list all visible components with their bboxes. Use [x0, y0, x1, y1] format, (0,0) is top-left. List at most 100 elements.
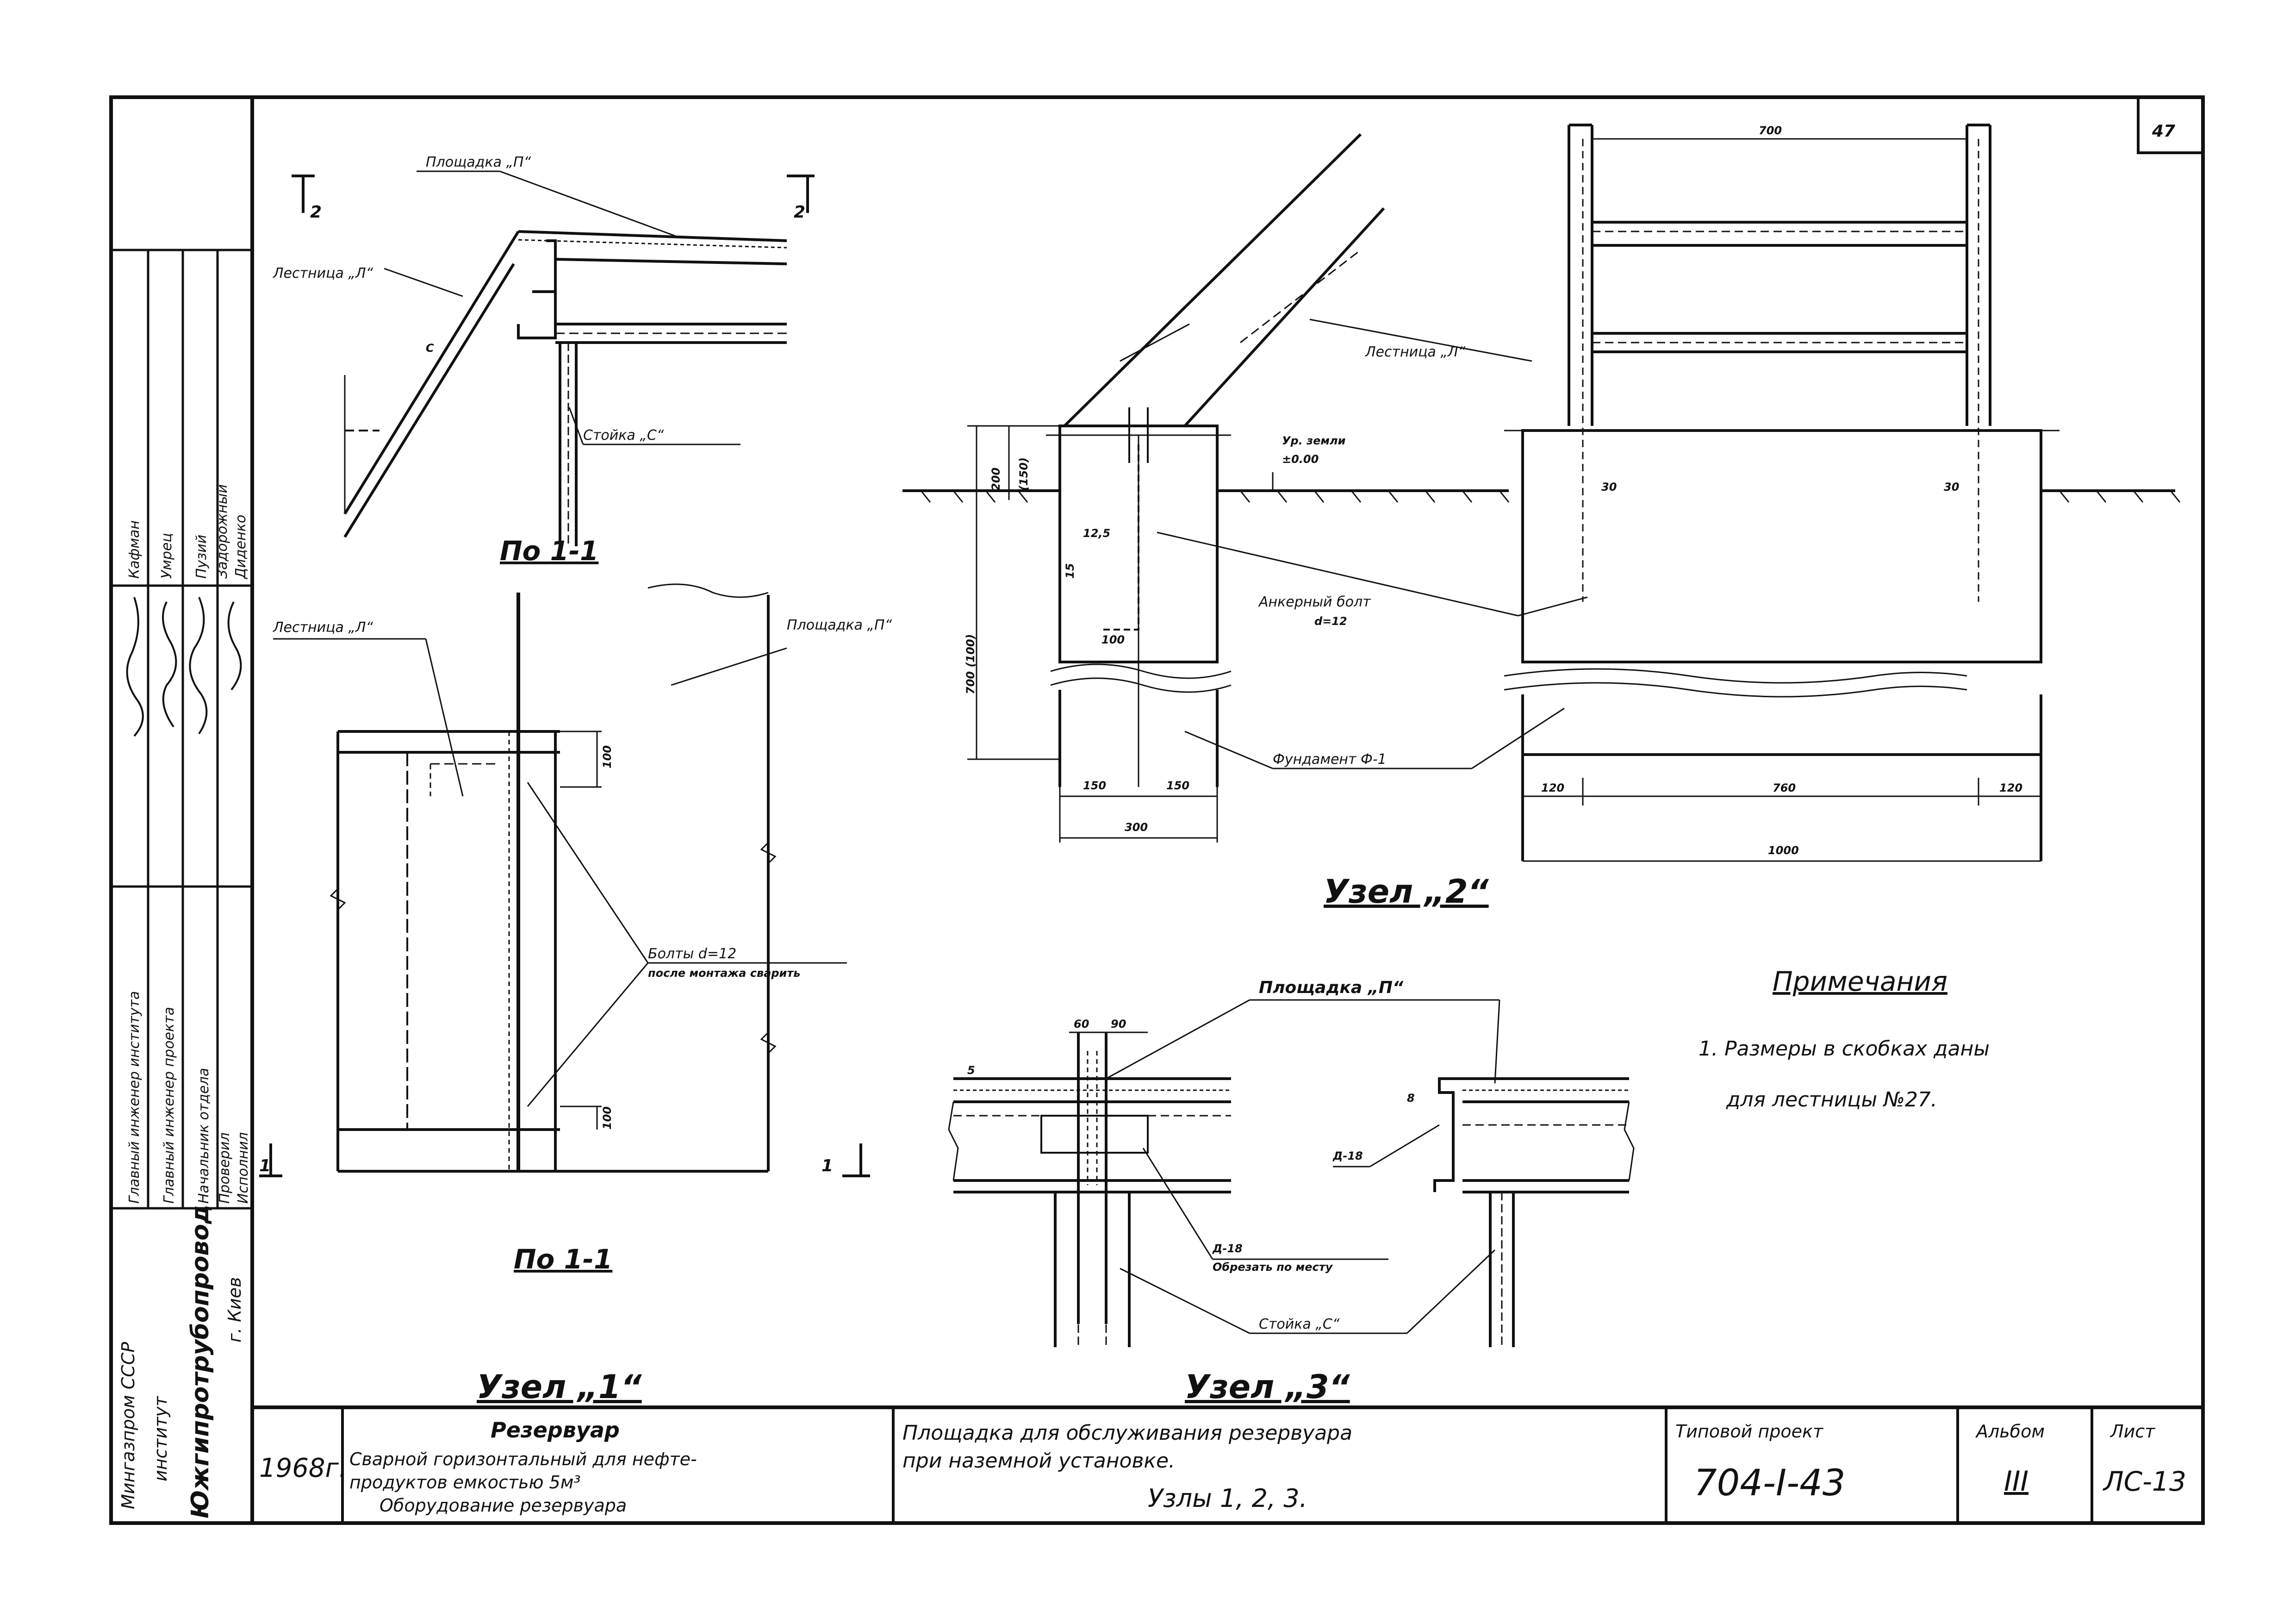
node2-dim-1000: 1000 — [1768, 844, 1799, 857]
node3-labels: Площадка „П“ Д-18 Д-18 Обрезать по месту… — [967, 978, 1415, 1406]
node2-foundation-label: Фундамент Ф-1 — [1273, 751, 1387, 768]
node2-drawing — [902, 124, 2181, 862]
node3-platform-label: Площадка „П“ — [1259, 978, 1404, 997]
section-mark-bottom-right: 1 — [821, 1156, 833, 1175]
node1-mark-c1: С — [426, 342, 434, 355]
sheet-title-1: Площадка для обслуживания резервуара — [902, 1421, 1352, 1445]
node2-dim-120b: 120 — [1999, 781, 2022, 794]
sidebar-names: Кафман Умрец Пузий Задорожный Диденко — [126, 484, 249, 580]
name-3: Задорожный — [214, 484, 230, 579]
title-block-text: 1968г. Резервуар Сварной горизонтальный … — [259, 1418, 2186, 1516]
node1-bottom-view — [259, 583, 870, 1177]
node1-post-label: Стойка „С“ — [583, 427, 664, 443]
node3-dim-60: 60 — [1074, 1018, 1089, 1031]
org-line-0: Мингазпром СССР — [118, 1342, 138, 1509]
node2-dim-150a: 150 — [1083, 779, 1106, 792]
node2-dim-700b: 700 (100) — [964, 634, 977, 695]
section-mark-right: 2 — [794, 203, 805, 222]
role-1: Главный инженер проекта — [161, 1007, 177, 1204]
org-name: Южгипротрубопровод — [187, 1205, 214, 1518]
node3-drawing — [948, 999, 1635, 1347]
node1-top-labels: 2 2 Площадка „П“ Лестница „Л“ Стойка „С“… — [273, 154, 805, 567]
sidebar-org: Мингазпром СССР институт Южгипротрубопро… — [118, 1205, 245, 1518]
node2-labels: Лестница „Л“ Ур. земли ±0.00 Анкерный бо… — [964, 124, 2022, 911]
node1-platform-right-label: Площадка „П“ — [787, 617, 892, 633]
node1-platform-label: Площадка „П“ — [426, 154, 531, 170]
role-4: Исполнил — [235, 1132, 251, 1204]
node2-dim-760: 760 — [1773, 781, 1796, 794]
name-2: Пузий — [193, 535, 210, 579]
sheet-title-2: при наземной установке. — [902, 1449, 1175, 1473]
node1-view-bottom-title: По 1-1 — [514, 1243, 612, 1275]
node2-dim-30b: 30 — [1944, 481, 1959, 493]
node3-post-label: Стойка „С“ — [1259, 1316, 1340, 1332]
name-1: Умрец — [159, 533, 175, 579]
node2-anchor-d: d=12 — [1314, 615, 1347, 628]
sheet-frame — [109, 95, 2205, 1525]
sidebar-roles: Главный инженер института Главный инжене… — [126, 991, 251, 1204]
node1-title: Узел „1“ — [477, 1368, 642, 1406]
node2-ladder-label: Лестница „Л“ — [1365, 344, 1466, 360]
section-mark-left: 2 — [310, 203, 322, 222]
node2-dim-120a: 120 — [1541, 781, 1564, 794]
node2-dim-100: 100 — [1101, 633, 1125, 646]
sidebar — [111, 249, 252, 1210]
org-city: г. Киев — [224, 1277, 245, 1343]
section-mark-bottom-left: 1 — [259, 1156, 271, 1175]
node1-dim-top: 100 — [601, 745, 614, 768]
album-number: III — [2004, 1465, 2028, 1498]
node2-dim-700: 700 — [1759, 124, 1782, 137]
year: 1968г. — [259, 1453, 347, 1483]
node2-ground-level: ±0.00 — [1282, 453, 1319, 466]
node1-bolts-label: Болты d=12 — [648, 946, 736, 962]
album-label: Альбом — [1975, 1421, 2045, 1442]
project-label: Типовой проект — [1675, 1421, 1824, 1442]
node3-cut-label: Обрезать по месту — [1213, 1261, 1333, 1274]
role-3: Проверил — [217, 1132, 233, 1204]
node3-dim-5: 5 — [967, 1064, 975, 1077]
notes-line-0: 1. Размеры в скобках даны — [1699, 1037, 1990, 1061]
node3-title: Узел „3“ — [1185, 1368, 1350, 1406]
node3-d18a-label: Д-18 — [1332, 1149, 1363, 1162]
org-line-1: институт — [150, 1395, 171, 1481]
project-number: 704-I-43 — [1694, 1462, 1845, 1504]
sheet-number-box: 47 — [2137, 97, 2203, 154]
name-0: Кафман — [126, 520, 143, 579]
title-block-grid — [341, 1407, 2093, 1523]
sheet-label: Лист — [2109, 1421, 2156, 1442]
node2-anchor-label: Анкерный болт — [1258, 594, 1371, 610]
object-desc-2: продуктов емкостью 5м³ — [349, 1472, 581, 1493]
node3-d18b-label: Д-18 — [1212, 1242, 1243, 1255]
node1-view-top-title: По 1-1 — [500, 535, 598, 567]
node1-top-view — [292, 170, 815, 546]
role-2: Начальник отдела — [196, 1068, 212, 1204]
name-4: Диденко — [233, 515, 249, 580]
notes-title: Примечания — [1773, 966, 1948, 997]
node1-ladder-top-label: Лестница „Л“ — [273, 265, 373, 281]
node2-dim-150b: 150 — [1166, 779, 1189, 792]
object-desc-1: Сварной горизонтальный для нефте- — [349, 1449, 697, 1469]
notes: Примечания 1. Размеры в скобках даны для… — [1699, 966, 1990, 1112]
node2-dim-200: 200 — [989, 468, 1002, 491]
node1-bolts-note: после монтажа сварить — [648, 967, 800, 980]
node2-dim-12-5: 12,5 — [1083, 527, 1110, 540]
object-title: Резервуар — [491, 1418, 620, 1443]
node2-dim-300: 300 — [1125, 821, 1148, 834]
node3-dim-8: 8 — [1407, 1092, 1415, 1105]
notes-line-1: для лестницы №27. — [1726, 1088, 1937, 1112]
sheet-number: 47 — [2152, 122, 2175, 141]
role-0: Главный инженер института — [126, 991, 143, 1204]
node2-ground-label: Ур. земли — [1282, 434, 1346, 447]
node1-dim-bottom: 100 — [601, 1106, 614, 1130]
sheet-code: ЛС-13 — [2103, 1466, 2186, 1497]
node1-bottom-labels: Лестница „Л“ Площадка „П“ Болты d=12 пос… — [259, 617, 892, 1406]
node3-dim-90: 90 — [1111, 1018, 1126, 1031]
node2-dim-30a: 30 — [1601, 481, 1617, 493]
node1-ladder-label: Лестница „Л“ — [273, 619, 373, 636]
node2-dim-15: 15 — [1064, 563, 1076, 579]
node2-dim-200b: (150) — [1017, 457, 1030, 491]
node2-title: Узел „2“ — [1324, 873, 1489, 911]
sheet-title-3: Узлы 1, 2, 3. — [1148, 1484, 1307, 1513]
object-desc-3: Оборудование резервуара — [380, 1495, 627, 1516]
